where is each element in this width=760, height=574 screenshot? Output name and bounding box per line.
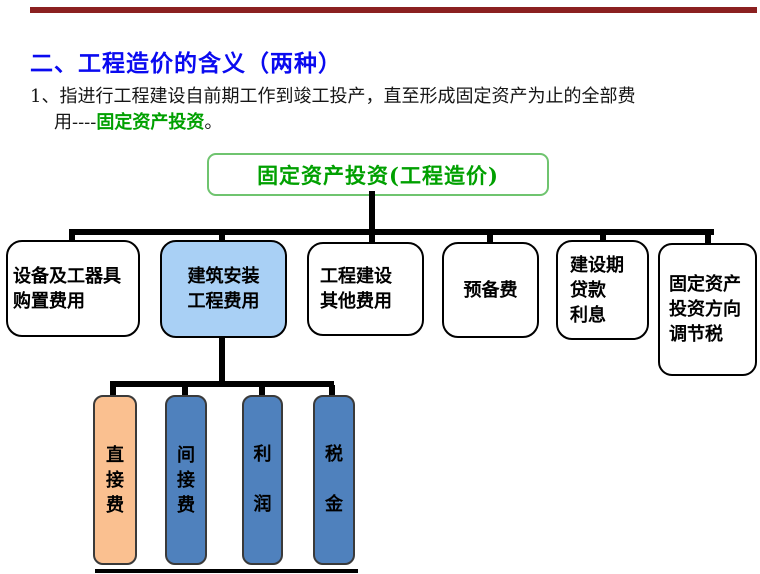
node-profit-char-2: 润 (253, 494, 272, 515)
bottom-divider (95, 569, 358, 573)
node-indirect-fee-char-3: 费 (177, 494, 195, 516)
root-node-fixed-asset-investment: 固定资产投资(工程造价) (207, 153, 549, 196)
connector-drop-tax-fee (329, 385, 335, 396)
connector-level3-bus (110, 381, 334, 387)
connector-drop-indirect-fee (182, 385, 188, 396)
node-construction-installation-cost: 建筑安装 工程费用 (160, 240, 287, 338)
connector-drop-reserve (487, 233, 493, 245)
node-other-line-1: 工程建设 (320, 266, 392, 287)
node-direct-fee-char-1: 直 (106, 444, 124, 466)
node-reserve-line-1: 预备费 (463, 279, 518, 301)
intro-line-1: 1、指进行工程建设自前期工作到竣工投产，直至形成固定资产为止的全部费 (30, 86, 636, 107)
connector-root-vertical (369, 191, 375, 232)
node-loan-line-1: 建设期 (570, 254, 624, 276)
connector-drop-other (369, 233, 375, 245)
top-rule-divider (30, 7, 757, 13)
node-indirect-fee: 间 接 费 (165, 395, 207, 565)
node-direct-fee: 直 接 费 (93, 395, 137, 565)
node-direct-fee-char-2: 接 (106, 469, 124, 491)
node-equipment-line-2: 购置费用 (13, 290, 85, 312)
node-loan-line-3: 利息 (570, 304, 606, 326)
node-equipment-purchase-cost: 设备及工器具 购置费用 (6, 240, 140, 337)
node-tax-gold: 税 金 (313, 395, 355, 565)
node-direct-fee-char-3: 费 (106, 494, 124, 516)
connector-drop-direct-fee (110, 385, 116, 396)
connector-construction-vertical (219, 337, 225, 384)
node-profit-char-1: 利 (253, 444, 272, 465)
intro-line-2-suffix: 。 (204, 112, 223, 133)
connector-drop-equipment (69, 233, 75, 243)
connector-drop-tax (705, 233, 711, 246)
node-tax-gold-char-2: 金 (325, 494, 343, 515)
node-construction-line-2: 工程费用 (187, 291, 260, 312)
intro-line-2: 用----固定资产投资。 (30, 110, 750, 136)
node-tax-line-2: 投资方向 (669, 299, 741, 320)
page-title: 二、工程造价的含义（两种） (30, 50, 342, 77)
node-loan-line-2: 贷款 (570, 279, 606, 301)
connector-drop-profit (259, 385, 265, 396)
node-investment-direction-adjustment-tax: 固定资产 投资方向 调节税 (658, 243, 757, 376)
node-indirect-fee-char-1: 间 (177, 444, 195, 466)
intro-line-2-prefix: 用---- (54, 112, 97, 133)
node-construction-line-1: 建筑安装 (187, 266, 260, 287)
node-indirect-fee-char-2: 接 (177, 469, 195, 491)
intro-highlight-fixed-asset-investment: 固定资产投资 (96, 112, 205, 133)
node-tax-gold-char-1: 税 (325, 444, 343, 465)
node-equipment-line-1: 设备及工器具 (13, 265, 121, 287)
connector-drop-construction (219, 233, 225, 243)
connector-drop-loan (600, 233, 606, 243)
node-other-line-2: 其他费用 (320, 291, 392, 312)
node-tax-line-1: 固定资产 (669, 274, 741, 295)
connector-level2-bus (69, 229, 714, 235)
node-construction-loan-interest: 建设期 贷款 利息 (556, 240, 649, 340)
intro-paragraph: 1、指进行工程建设自前期工作到竣工投产，直至形成固定资产为止的全部费 用----… (30, 84, 750, 136)
node-other-project-cost: 工程建设 其他费用 (307, 242, 424, 336)
node-reserve-fund: 预备费 (442, 242, 539, 338)
node-tax-line-3: 调节税 (669, 324, 723, 345)
node-profit: 利 润 (242, 395, 283, 565)
